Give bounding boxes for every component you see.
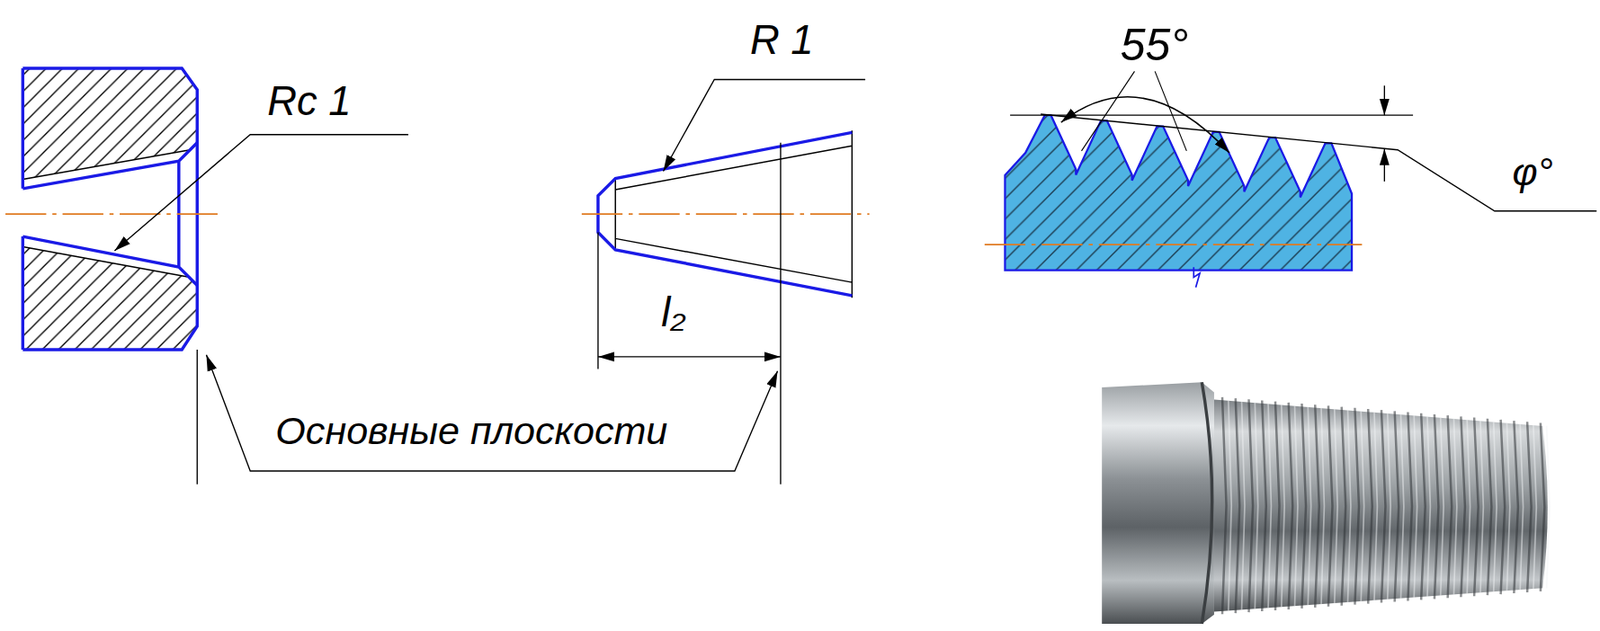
internal-thread-section-part (196, 349, 198, 485)
thread-photo-part (1466, 420, 1470, 595)
thread-photo (1101, 382, 1550, 625)
thread-photo-part (1448, 415, 1453, 599)
thread-profile-part (1384, 85, 1386, 116)
thread-photo-part (1533, 425, 1537, 590)
thread-photo-part (1367, 409, 1373, 605)
thread-profile-part (1384, 149, 1386, 182)
thread-photo-part (1288, 402, 1294, 610)
internal-thread-section (5, 68, 220, 485)
thread-photo-part (1440, 417, 1444, 597)
thread-photo-part (1546, 426, 1550, 590)
thread-photo-part (1453, 419, 1457, 596)
thread-photo-part (1307, 406, 1311, 606)
thread-photo-part (1334, 409, 1338, 605)
thread-profile-part (1081, 71, 1188, 151)
thread-photo-part (1407, 412, 1413, 602)
thread-photo-part (1314, 404, 1320, 608)
thread-photo-part (1513, 420, 1519, 594)
thread-profile (984, 71, 1597, 287)
thread-photo-part (1261, 400, 1267, 612)
thread-photo-part (1295, 405, 1298, 607)
external-thread-cone-part (581, 213, 870, 215)
thread-photo-part (1540, 422, 1546, 591)
thread-photo-part (1434, 414, 1440, 599)
thread-photo-part (1235, 398, 1241, 614)
thread-photo-part (1501, 420, 1506, 595)
thread-photo-part (1387, 413, 1391, 601)
thread-photo-part (1348, 410, 1351, 603)
thread-photo-part (1354, 408, 1359, 606)
thread-designation: R 1 (750, 17, 814, 63)
thread-photo-part (1360, 411, 1364, 602)
dimension-label: l₂ (661, 290, 686, 336)
thread-photo-part (1301, 403, 1306, 609)
thread-photo-part (1321, 408, 1324, 606)
angle-label: φ° (1511, 151, 1553, 194)
thread-photo-part (1374, 411, 1377, 601)
internal-thread-section-part (22, 150, 190, 278)
thread-photo-part (1519, 423, 1523, 590)
thread-photo-part (1413, 415, 1417, 599)
leader-lines-part (114, 134, 409, 251)
thread-photo-part (1242, 401, 1245, 610)
thread-photo-part (1474, 418, 1479, 598)
thread-photo-part (1400, 414, 1404, 599)
external-thread-cone-part (598, 356, 781, 358)
plane-note: Основные плоскости (275, 410, 668, 453)
thread-profile-part (1040, 114, 1597, 212)
thread-designation: Rc 1 (267, 79, 351, 125)
thread-photo-part (1328, 405, 1333, 607)
thread-photo-part (1248, 399, 1253, 613)
angle-label: 55° (1120, 20, 1189, 71)
thread-photo-part (1268, 403, 1271, 609)
thread-profile-part (1004, 115, 1352, 270)
thread-profile-part (984, 243, 1363, 246)
thread-photo-part (1421, 413, 1426, 601)
thread-photo-part (1281, 404, 1285, 608)
thread-photo-part (1214, 400, 1548, 613)
leader-lines-part (205, 355, 778, 472)
thread-photo-part (1527, 421, 1532, 593)
thread-photo-part (1487, 419, 1493, 596)
thread-photo-part (1493, 421, 1497, 593)
thread-photo-part (1506, 422, 1510, 591)
thread-photo-part (1101, 382, 1215, 625)
thread-profile-part (1004, 115, 1352, 270)
thread-photo-part (1480, 420, 1484, 594)
thread-photo-part (1275, 402, 1280, 611)
thread-photo-part (1254, 402, 1258, 610)
thread-photo-part (1228, 400, 1232, 612)
leader-lines-part (663, 79, 867, 171)
thread-photo-part (1222, 397, 1227, 615)
thread-photo-part (1341, 407, 1347, 607)
internal-thread-section-part (5, 213, 220, 215)
thread-photo-part (1381, 410, 1386, 603)
thread-profile-part (1004, 115, 1352, 270)
internal-thread-section-part (22, 68, 197, 350)
thread-photo-part (1394, 411, 1400, 602)
thread-profile-part (1193, 267, 1200, 288)
thread-photo-part (1201, 382, 1212, 625)
leader-lines (114, 79, 866, 471)
thread-photo-part (1460, 416, 1466, 598)
thread-photo-part (1427, 416, 1431, 598)
